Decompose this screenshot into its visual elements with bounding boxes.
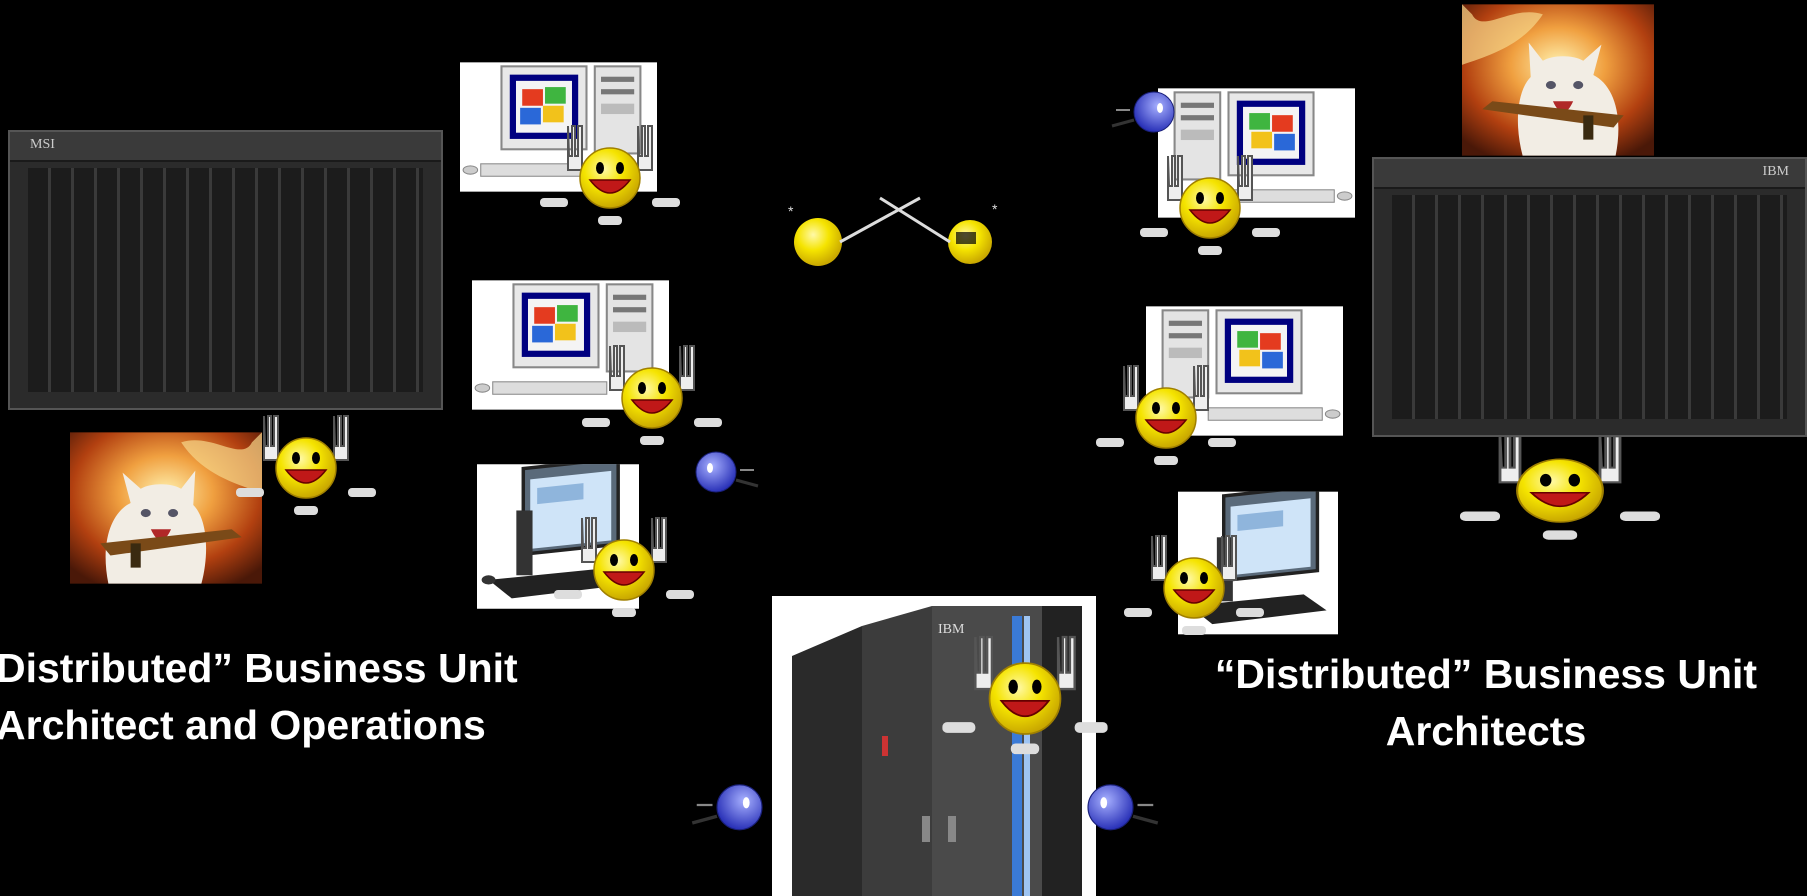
left-caption-line1: Distributed” Business Unit <box>0 645 518 691</box>
cheering-smiley-icon <box>1124 530 1264 640</box>
blue-smiley-icon <box>690 770 780 840</box>
rack-mesh <box>28 168 423 392</box>
left-server-brand: MSI <box>30 137 55 152</box>
right-caption-line2: Architects <box>1385 708 1587 754</box>
cheering-smiley-icon <box>1140 150 1280 260</box>
left-caption: Distributed” Business Unit Architect and… <box>0 640 518 754</box>
svg-text:*: * <box>788 203 794 219</box>
sword-fight-icon: * * <box>788 196 998 266</box>
svg-text:*: * <box>992 201 998 217</box>
left-caption-line2: Architect and Operations <box>0 702 486 748</box>
cheering-smiley-icon <box>1460 430 1660 545</box>
right-server-rack-icon: IBM <box>1372 157 1807 437</box>
left-server-rack-icon: MSI <box>8 130 443 410</box>
cheering-smiley-icon <box>940 630 1110 760</box>
cheering-smiley-icon <box>554 512 694 622</box>
cat-with-gun-image <box>70 432 262 584</box>
blue-smiley-icon <box>1110 80 1190 140</box>
cheering-smiley-icon <box>1096 360 1236 470</box>
blue-smiley-icon <box>1070 770 1160 840</box>
right-caption: “Distributed” Business Unit Architects <box>1166 646 1806 760</box>
cheering-smiley-icon <box>582 340 722 450</box>
right-server-brand: IBM <box>1762 164 1789 179</box>
rack-top-panel <box>10 132 441 162</box>
blue-smiley-icon <box>680 440 760 500</box>
cheering-smiley-icon <box>540 120 680 230</box>
rack-mesh <box>1392 195 1787 419</box>
right-caption-line1: “Distributed” Business Unit <box>1214 651 1758 697</box>
cheering-smiley-icon <box>236 410 376 520</box>
cat-with-gun-image <box>1462 4 1654 156</box>
mainframe-brand: IBM <box>938 622 965 637</box>
rack-top-panel <box>1374 159 1805 189</box>
mainframe-icon: IBM <box>772 596 1096 896</box>
